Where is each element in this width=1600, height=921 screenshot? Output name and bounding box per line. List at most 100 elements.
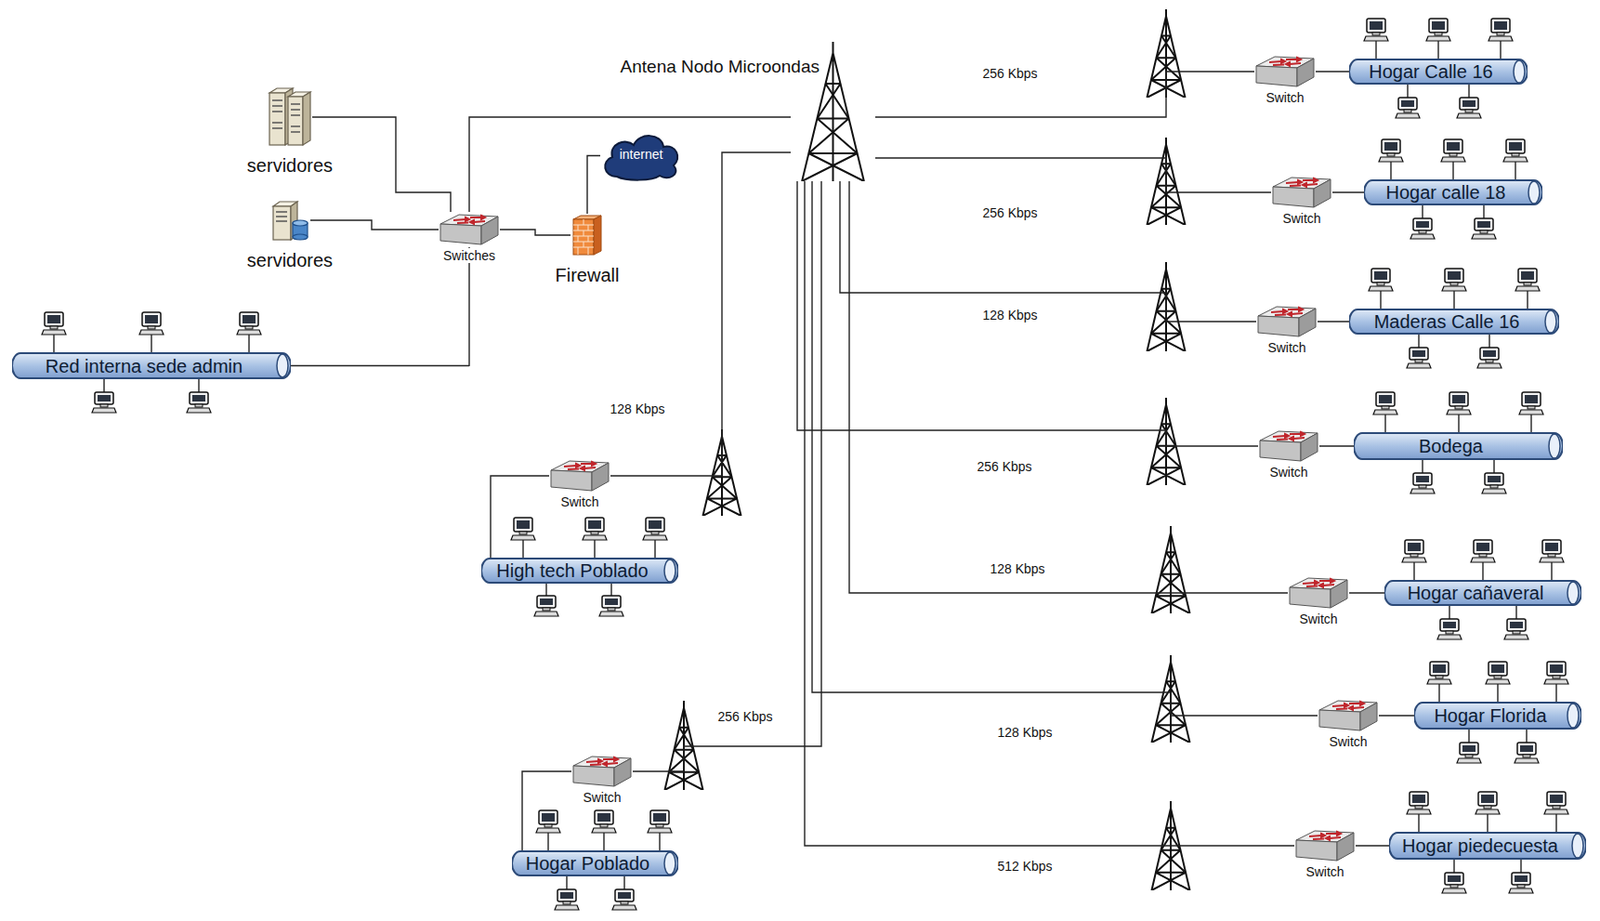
graphic-part xyxy=(1256,65,1298,87)
graphic-part xyxy=(1414,702,1582,729)
link-line xyxy=(1317,320,1350,322)
band-label: Red interna sede admin xyxy=(45,355,243,377)
graphic-part xyxy=(1258,315,1299,337)
computer-icon xyxy=(1456,729,1482,763)
computer-icon xyxy=(1477,334,1502,368)
graphic-part xyxy=(1272,64,1285,67)
computer-icon xyxy=(642,517,668,558)
device-node: Switch xyxy=(1254,53,1316,90)
graphic-part xyxy=(12,353,291,379)
graphic-part xyxy=(290,104,301,132)
graphic-part xyxy=(1572,833,1584,858)
graphic-part xyxy=(1319,583,1324,588)
node-label: Switch xyxy=(1303,864,1346,879)
computer-icon xyxy=(612,876,637,910)
graphic-part xyxy=(1298,307,1303,312)
graphic-part xyxy=(1285,62,1290,66)
graphic-part xyxy=(1302,183,1307,187)
graphic-part xyxy=(1302,578,1335,588)
network-band: Hogar Florida xyxy=(1414,701,1582,730)
graphic-part xyxy=(1389,832,1587,859)
graphic-part xyxy=(591,461,596,466)
graphic-part xyxy=(586,757,618,766)
graphic-part xyxy=(1289,587,1331,608)
network-band: Hogar calle 18 xyxy=(1363,179,1543,206)
bandwidth-label: 512 Kbps xyxy=(994,858,1055,874)
graphic-part xyxy=(481,558,679,583)
link-line xyxy=(499,229,571,236)
graphic-part xyxy=(1259,440,1301,461)
graphic-part xyxy=(1513,60,1525,83)
graphic-part xyxy=(586,760,599,762)
computer-icon xyxy=(1368,268,1393,309)
graphic-part xyxy=(1289,63,1301,65)
graphic-part xyxy=(1276,438,1288,442)
graphic-part xyxy=(567,468,579,472)
switch-icon xyxy=(571,753,633,789)
graphic-part xyxy=(1272,435,1286,437)
node-label: Switch xyxy=(1297,611,1339,627)
server-icon xyxy=(269,198,311,242)
computer-icon xyxy=(1503,139,1528,180)
computer-icon xyxy=(1406,791,1431,832)
graphic-part xyxy=(1567,581,1579,604)
graphic-part xyxy=(1528,181,1540,204)
icon-holder xyxy=(267,85,313,147)
graphic-part xyxy=(1363,180,1543,205)
graphic-part xyxy=(573,219,594,255)
tower-icon xyxy=(664,700,703,790)
link-line xyxy=(875,157,1272,193)
graphic-part xyxy=(563,465,577,467)
graphic-part xyxy=(1289,184,1301,188)
graphic-part xyxy=(580,466,585,471)
computer-icon xyxy=(91,379,117,413)
computer-icon xyxy=(41,312,66,353)
graphic-part xyxy=(1349,706,1353,710)
switch-icon xyxy=(1287,575,1350,611)
computer-icon xyxy=(1481,459,1507,494)
graphic-part xyxy=(590,763,602,767)
graphic-part xyxy=(1349,309,1560,334)
graphic-part xyxy=(275,211,288,222)
icon-holder xyxy=(1256,303,1318,340)
graphic-part xyxy=(1274,314,1286,317)
graphic-part xyxy=(550,470,592,491)
graphic-part xyxy=(1285,178,1318,187)
graphic-part xyxy=(1325,836,1330,840)
network-band: Hogar Calle 16 xyxy=(1349,58,1528,85)
link-line xyxy=(522,771,572,851)
graphic-part xyxy=(1319,579,1331,582)
computer-icon xyxy=(1488,18,1513,59)
device-node: Firewall xyxy=(570,213,604,257)
network-band: Maderas Calle 16 xyxy=(1349,308,1560,335)
bandwidth-label: 256 Kbps xyxy=(714,708,775,724)
graphic-part xyxy=(272,100,301,132)
band-label: Hogar Calle 16 xyxy=(1368,61,1493,82)
device-node: Switch xyxy=(549,458,611,494)
link-line xyxy=(632,181,822,772)
graphic-part xyxy=(1548,433,1561,459)
graphic-part xyxy=(273,206,291,240)
device-node: Switch xyxy=(571,753,633,789)
computer-icon xyxy=(1406,334,1431,368)
node-label: Switch xyxy=(580,789,623,805)
computer-icon xyxy=(1485,661,1510,702)
node-label: Switch xyxy=(1267,464,1310,480)
link-line xyxy=(812,181,1318,716)
graphic-part xyxy=(593,215,602,255)
computer-icon xyxy=(536,810,561,851)
graphic-part xyxy=(440,223,482,245)
antenna-node: Antena Nodo Microondas xyxy=(790,41,876,182)
link-line xyxy=(1315,70,1350,72)
node-label: Firewall xyxy=(553,264,622,287)
device-node: Switch xyxy=(1271,174,1333,210)
graphic-part xyxy=(664,559,676,582)
computer-icon xyxy=(1410,205,1435,239)
computer-icon xyxy=(1544,661,1569,702)
firewall-icon xyxy=(570,213,604,257)
graphic-part xyxy=(1360,701,1364,706)
graphic-part xyxy=(470,216,482,219)
graphic-part xyxy=(292,220,308,226)
computer-icon xyxy=(139,312,164,353)
